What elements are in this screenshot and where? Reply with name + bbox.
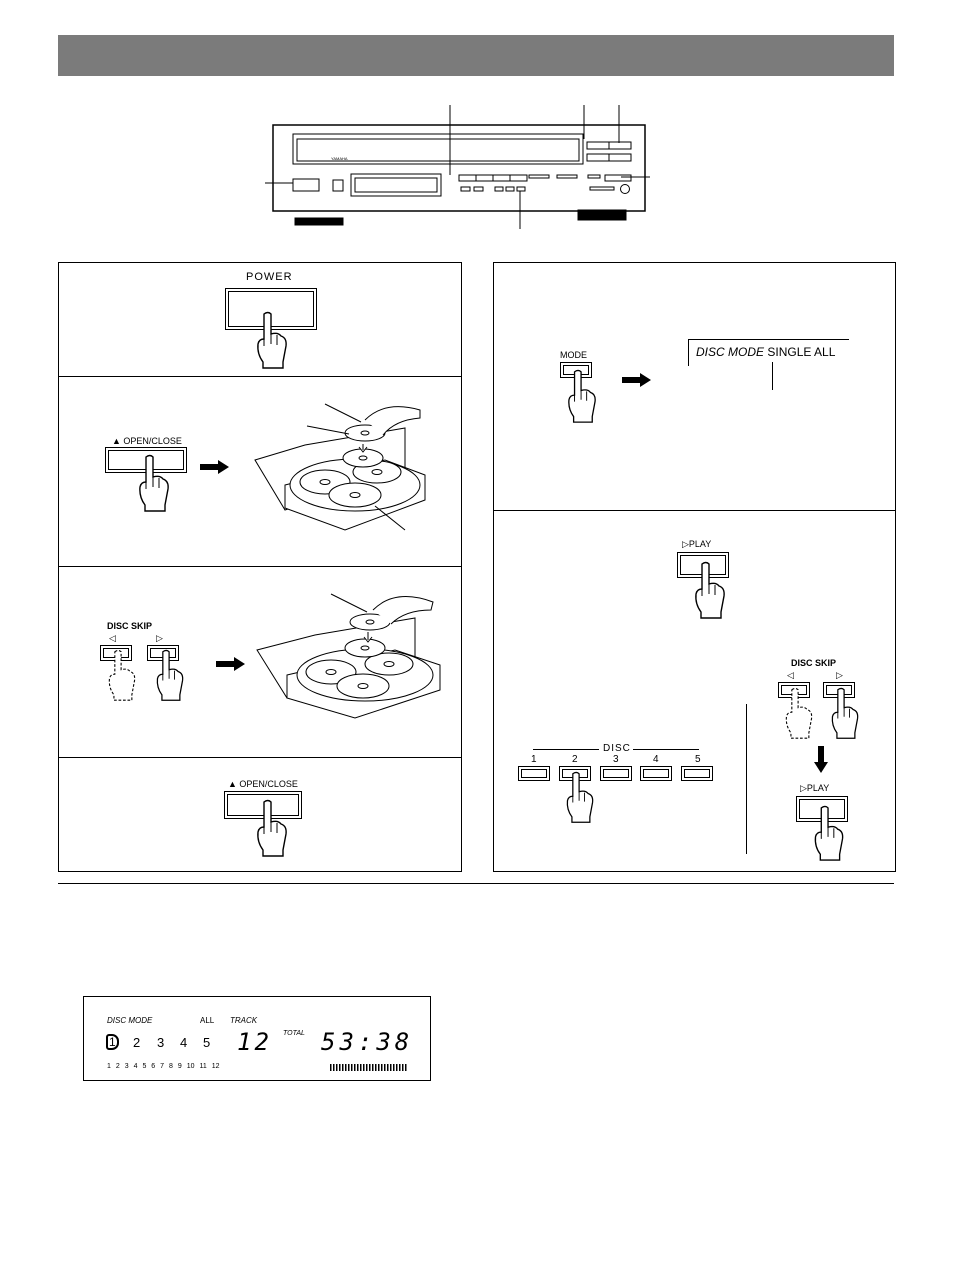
lcd-disc-4: 4 — [180, 1035, 188, 1050]
skip-next-symbol: ▷ — [156, 633, 163, 643]
disc-3-label: 3 — [613, 754, 619, 765]
right-arrow-icon — [216, 657, 245, 671]
level-meter-bars — [330, 1064, 407, 1071]
lcd-track-label: TRACK — [230, 1016, 258, 1025]
disc-label: DISC — [603, 743, 631, 754]
svg-text:YAMAHA: YAMAHA — [331, 156, 348, 161]
power-label: POWER — [246, 271, 293, 283]
disc-bracket-line — [633, 749, 699, 750]
play-label: ▷PLAY — [800, 783, 830, 793]
skip-prev-symbol: ◁ — [787, 670, 794, 680]
cal-8: 8 — [169, 1063, 173, 1070]
lcd-display: DISC MODE ALL TRACK TOTAL 1 2 3 4 5 12 5… — [83, 996, 431, 1081]
cal-3: 3 — [124, 1063, 129, 1070]
disc-skip-label: DISC SKIP — [107, 621, 153, 631]
pointing-finger-icon — [695, 561, 725, 619]
disc-tray-illustration — [254, 403, 426, 531]
pointing-finger-icon — [831, 687, 859, 739]
pointing-finger-icon — [814, 805, 844, 861]
section-separator — [58, 883, 894, 884]
right-arrow-icon — [200, 460, 229, 474]
cal-12: 12 — [211, 1063, 220, 1070]
lcd-total-time: 53:38 — [321, 1028, 414, 1056]
disc-5-button[interactable] — [681, 766, 713, 781]
cal-4: 4 — [133, 1063, 138, 1070]
lcd-all: ALL — [200, 1016, 215, 1025]
lcd-track-number: 12 — [237, 1028, 272, 1056]
vertical-divider — [746, 704, 747, 854]
header-bar — [58, 35, 894, 76]
pointing-finger-dashed-icon — [108, 649, 136, 701]
step-divider — [493, 510, 895, 511]
current-disc-frame — [106, 1034, 119, 1050]
step-divider — [58, 757, 461, 758]
pointing-finger-icon — [568, 369, 596, 423]
disc-1-button[interactable] — [518, 766, 550, 781]
mode-label: MODE — [560, 350, 587, 360]
lcd-current-disc: 1 — [109, 1035, 116, 1049]
disc-3-button[interactable] — [600, 766, 632, 781]
mode-display-disc-mode: DISC MODE — [696, 345, 765, 359]
leader-line — [772, 362, 773, 390]
disc-5-label: 5 — [695, 754, 701, 765]
cal-9: 9 — [177, 1063, 182, 1070]
cal-7: 7 — [160, 1063, 165, 1070]
pointing-finger-icon — [257, 311, 287, 369]
lcd-disc-5: 5 — [203, 1035, 211, 1050]
open-close-button[interactable] — [224, 791, 302, 819]
disc-1-label: 1 — [531, 754, 537, 765]
cal-6: 6 — [151, 1063, 156, 1070]
down-arrow-icon — [814, 746, 828, 773]
pointing-finger-icon — [139, 454, 169, 512]
pointing-finger-dashed-icon — [785, 687, 813, 739]
open-close-label: ▲ OPEN/CLOSE — [228, 779, 298, 789]
cd-player-front-panel: YAMAHA — [265, 105, 650, 229]
pointing-finger-icon — [156, 649, 184, 701]
cal-1: 1 — [107, 1063, 111, 1070]
mode-display-frame — [688, 339, 849, 366]
lcd-track-calendar: 1 2 3 4 5 6 7 8 9 10 11 12 — [107, 1063, 220, 1070]
lcd-disc-2: 2 — [133, 1035, 141, 1050]
lcd-disc-3: 3 — [157, 1035, 165, 1050]
left-steps-panel — [58, 262, 462, 872]
skip-next-symbol: ▷ — [836, 670, 843, 680]
lcd-disc-mode: DISC MODE — [107, 1016, 153, 1025]
disc-4-button[interactable] — [640, 766, 672, 781]
disc-tray-illustration — [256, 593, 441, 719]
disc-bracket-line — [533, 749, 599, 750]
disc-4-label: 4 — [653, 754, 659, 765]
pointing-finger-icon — [257, 799, 287, 857]
mode-display-value: SINGLE ALL — [767, 345, 836, 359]
skip-prev-symbol: ◁ — [109, 633, 116, 643]
cal-10: 10 — [186, 1063, 195, 1070]
play-label: ▷PLAY — [682, 539, 712, 549]
step-divider — [58, 566, 461, 567]
pointing-finger-icon — [566, 771, 594, 823]
cal-2: 2 — [115, 1063, 120, 1070]
mode-display-text: DISC MODE SINGLE ALL — [696, 346, 835, 358]
step-divider — [58, 376, 461, 377]
cal-11: 11 — [199, 1063, 207, 1070]
disc-2-label: 2 — [572, 754, 578, 765]
disc-skip-label: DISC SKIP — [791, 658, 837, 668]
right-arrow-icon — [622, 373, 651, 387]
lcd-total-label: TOTAL — [283, 1030, 305, 1037]
cal-5: 5 — [142, 1063, 147, 1070]
open-close-label: ▲ OPEN/CLOSE — [112, 436, 182, 446]
